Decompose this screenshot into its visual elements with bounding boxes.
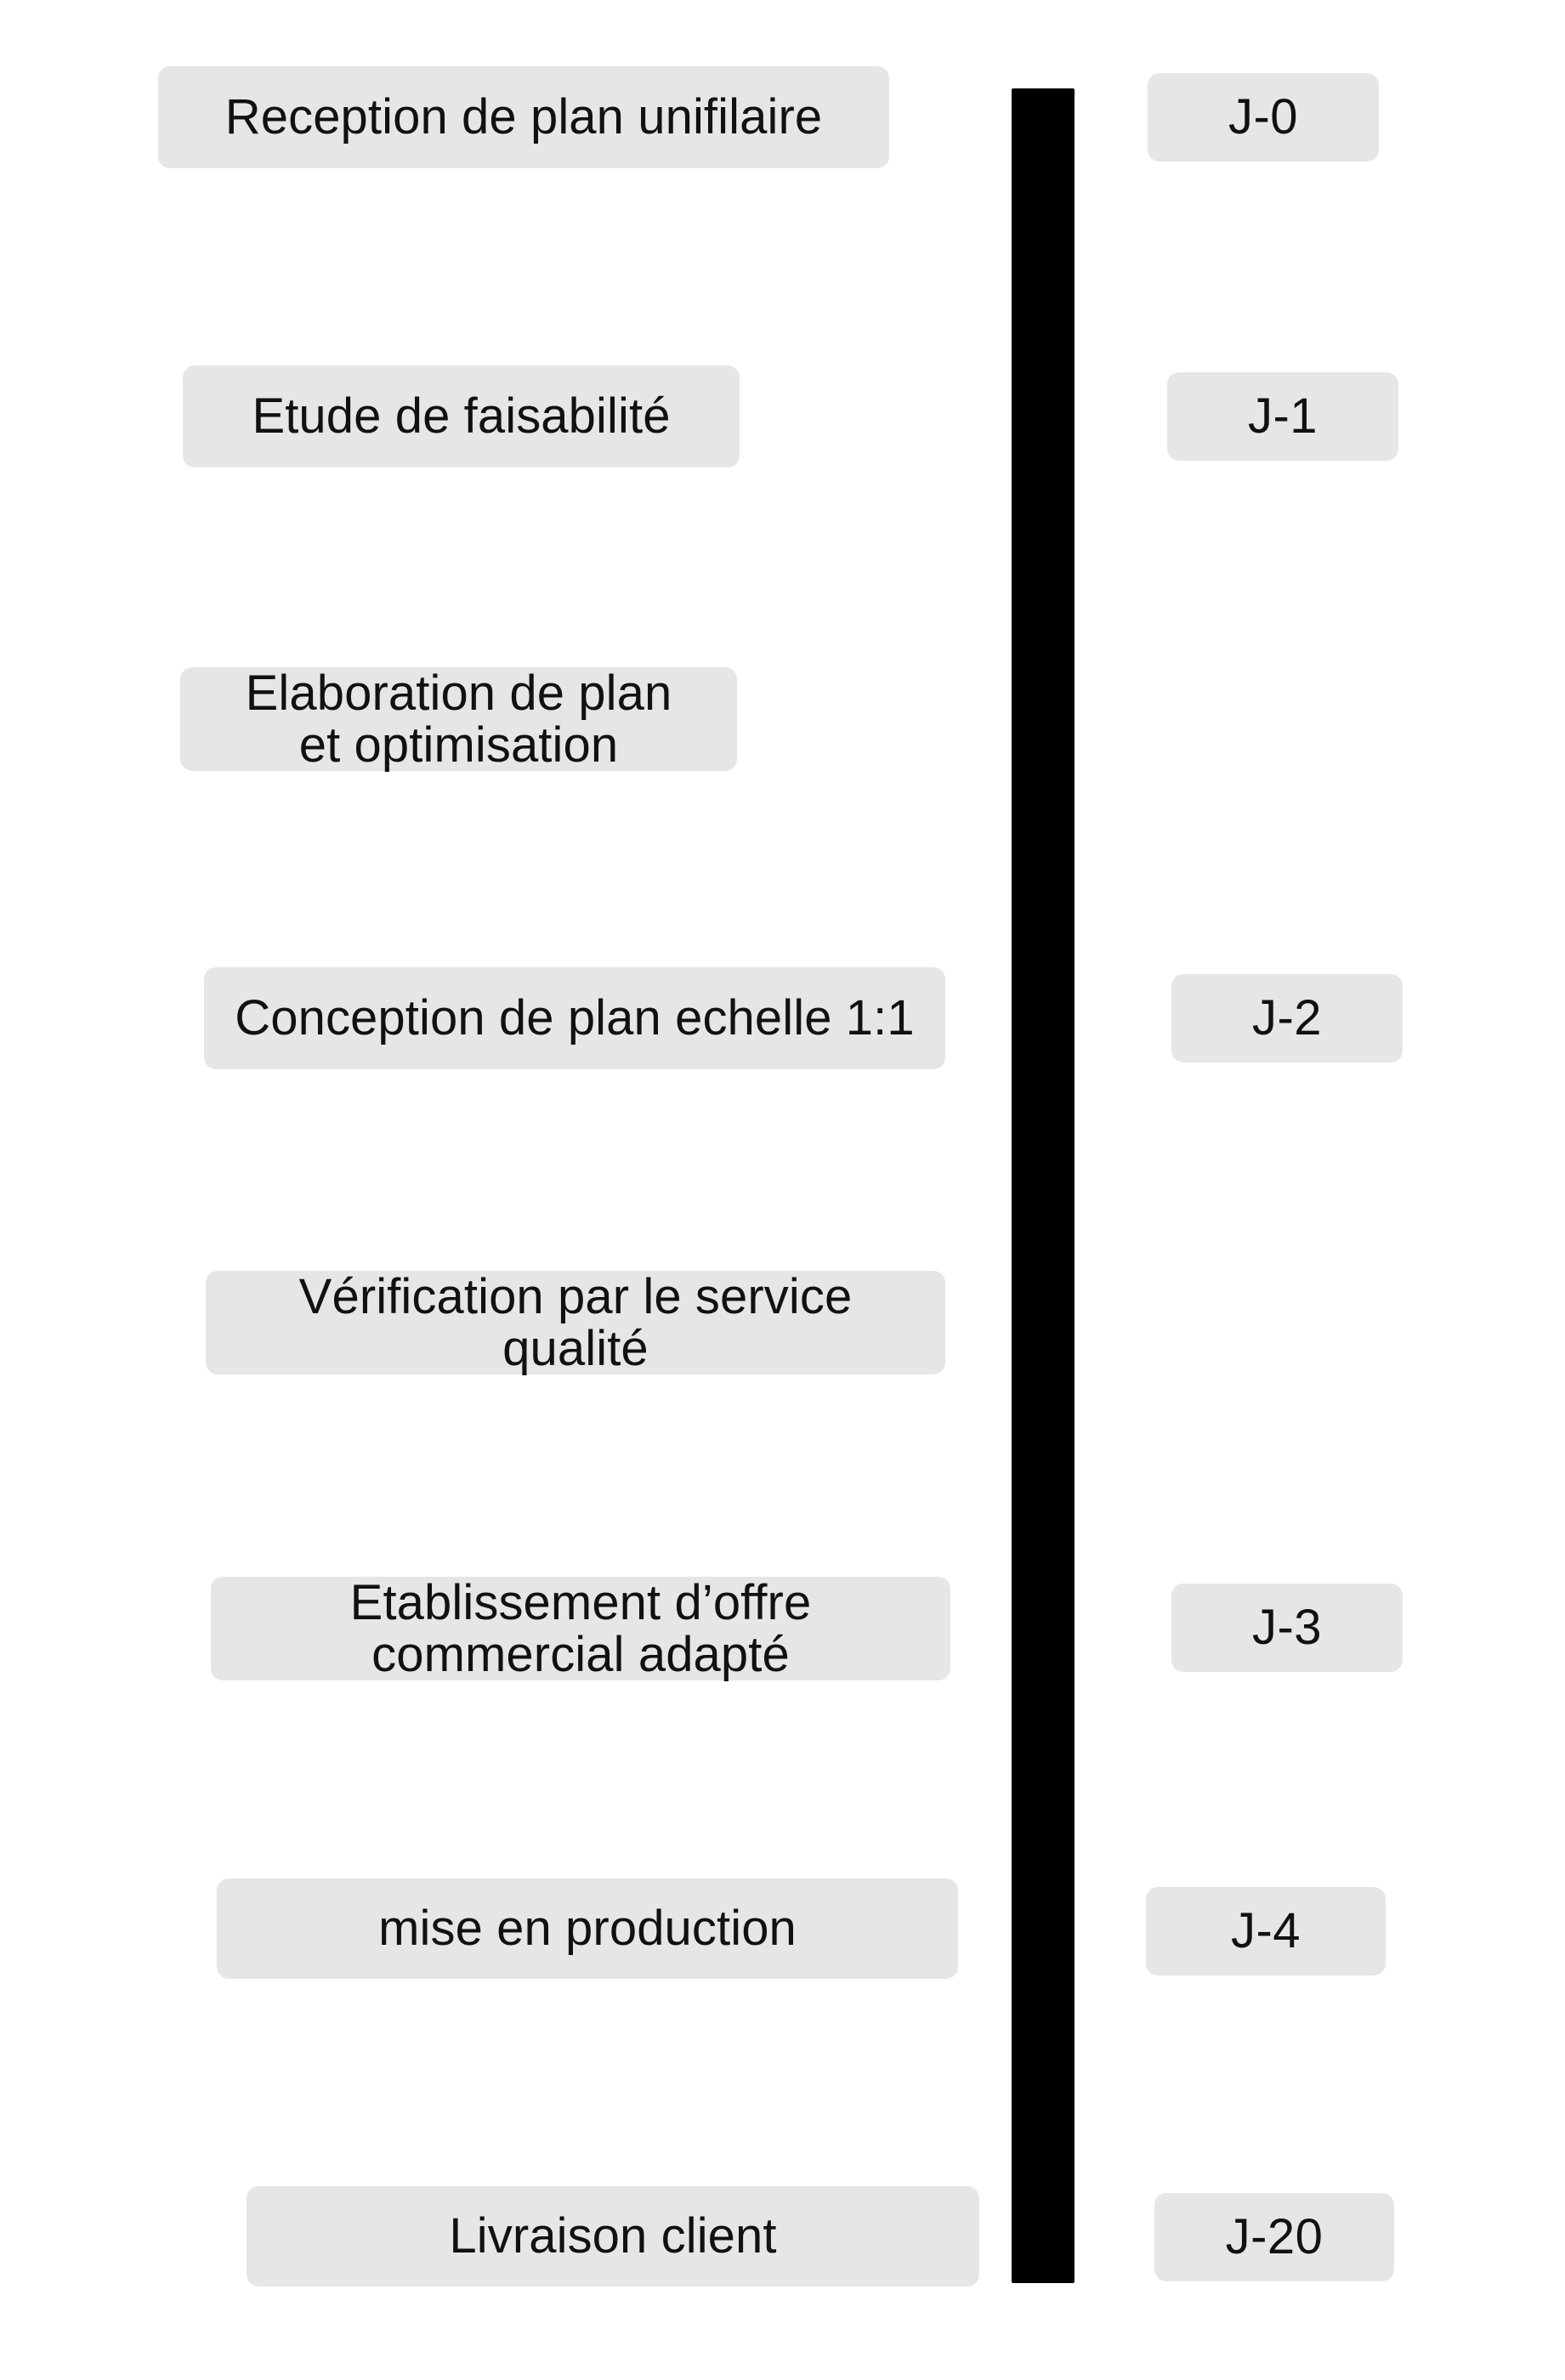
timeline-day-label: J-20 <box>1225 2209 1324 2264</box>
timeline-step-label: Etablissement d’offre commercial adapté <box>349 1574 812 1682</box>
timeline-day-badge: J-20 <box>1154 2193 1394 2281</box>
timeline-day-label: J-3 <box>1251 1600 1323 1655</box>
timeline-step-label: Vérification par le service qualité <box>298 1268 853 1376</box>
timeline-step-box: Livraison client <box>247 2186 979 2286</box>
timeline-day-label: J-0 <box>1228 89 1299 144</box>
timeline-step-box: Vérification par le service qualité <box>206 1268 945 1376</box>
timeline-axis-bar <box>1012 88 1075 2283</box>
timeline-step-box: Etablissement d’offre commercial adapté <box>211 1574 950 1682</box>
timeline-step-box: Reception de plan unifilaire <box>158 66 889 168</box>
timeline-step-label: Livraison client <box>449 2208 777 2264</box>
timeline-step-label: Elaboration de plan et optimisation <box>245 665 672 773</box>
timeline-step-label: mise en production <box>378 1901 797 1957</box>
timeline-step-box: Elaboration de plan et optimisation <box>180 665 737 773</box>
timeline-day-badge: J-3 <box>1171 1584 1403 1672</box>
timeline-day-badge: J-0 <box>1148 73 1379 162</box>
timeline-step-label: Conception de plan echelle 1:1 <box>235 990 915 1046</box>
timeline-step-box: Etude de faisabilité <box>183 366 740 468</box>
timeline-day-badge: J-4 <box>1146 1887 1386 1975</box>
timeline-day-badge: J-1 <box>1167 372 1398 461</box>
timeline-day-label: J-1 <box>1247 388 1318 444</box>
timeline-day-label: J-2 <box>1251 990 1323 1046</box>
timeline-day-badge: J-2 <box>1171 974 1403 1062</box>
timeline-day-label: J-4 <box>1230 1903 1301 1958</box>
timeline-step-label: Etude de faisabilité <box>252 388 671 445</box>
timeline-step-box: Conception de plan echelle 1:1 <box>204 967 945 1069</box>
timeline-step-label: Reception de plan unifilaire <box>224 89 823 145</box>
timeline-step-box: mise en production <box>217 1878 958 1979</box>
